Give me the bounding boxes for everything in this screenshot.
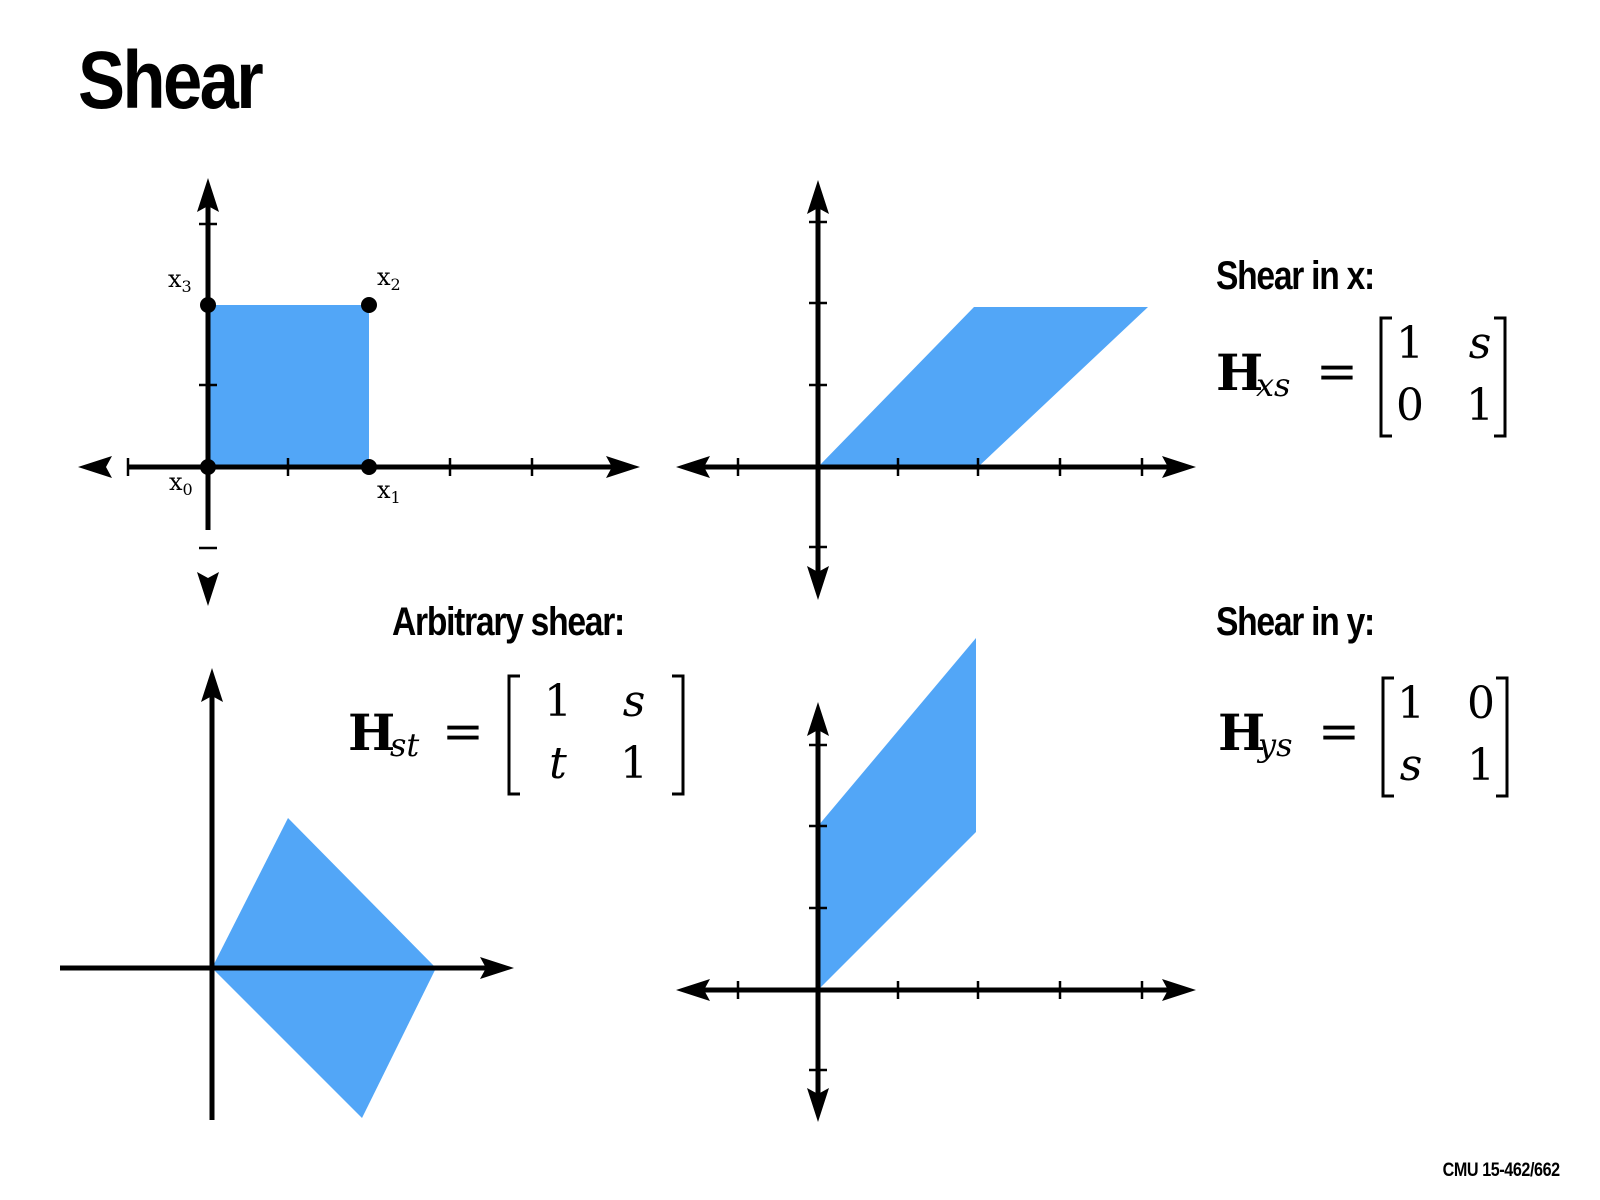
y-axis-arrow-up [201, 668, 223, 702]
matrix-cell-12: 0 [1467, 678, 1495, 729]
matrix-cell-11: 1 [1397, 678, 1425, 729]
matrix-shear-y: H ys = 1 0 s 1 [1218, 676, 1509, 798]
matrix-cell-11: 1 [544, 676, 572, 727]
point-x1 [361, 459, 377, 475]
tick-marks [126, 222, 534, 550]
label-x0: x0 [169, 468, 193, 499]
matrix-cell-22: 1 [1466, 380, 1494, 431]
x-axis-arrow-left [676, 456, 710, 478]
tick-marks [736, 220, 1144, 549]
y-axis-arrow-down [807, 566, 829, 600]
matrix-symbol: H [348, 703, 395, 762]
label-x2: x2 [377, 263, 401, 294]
heading-arbitrary-shear: Arbitrary shear: [392, 600, 625, 644]
unit-square [208, 305, 369, 467]
matrix-symbol: H [1216, 343, 1263, 402]
sheared-x-shape [818, 307, 1148, 467]
matrix-subscript: st [390, 726, 419, 764]
equals-sign: = [1316, 342, 1358, 400]
left-bracket [1379, 316, 1392, 438]
slide-title: Shear [78, 35, 264, 126]
matrix-cell-21: 0 [1396, 380, 1424, 431]
y-axis-arrow-up [197, 178, 219, 212]
equals-sign: = [442, 702, 484, 760]
left-bracket [1381, 676, 1394, 798]
x-axis-arrow-left [78, 456, 112, 478]
plot-arbitrary-shear [60, 668, 514, 1120]
point-x3 [200, 297, 216, 313]
matrix-cell-11: 1 [1396, 318, 1424, 369]
heading-shear-x: Shear in x: [1216, 254, 1375, 298]
plot-shear-x [676, 180, 1196, 600]
y-axis-arrow-down [197, 572, 219, 606]
y-axis-arrow-down [807, 1088, 829, 1122]
matrix-cell-22: 1 [1467, 740, 1495, 791]
tick-marks [736, 743, 1144, 1072]
matrix-arbitrary-shear: H st = 1 s t 1 [348, 674, 685, 796]
matrix-shear-x: H xs = 1 s 0 1 [1216, 316, 1507, 438]
course-footer: CMU 15-462/662 [1442, 1160, 1560, 1181]
right-bracket [1494, 316, 1507, 438]
matrix-subscript: xs [1256, 366, 1290, 404]
matrix-cell-21: t [549, 738, 567, 789]
y-axis-arrow-up [807, 702, 829, 736]
sheared-y-shape [818, 638, 976, 990]
y-axis-arrow-up [807, 180, 829, 214]
matrix-cell-21: s [1400, 740, 1423, 791]
right-bracket [1496, 676, 1509, 798]
x-axis-arrow-left [676, 979, 710, 1001]
right-bracket [672, 674, 685, 796]
point-x2 [361, 297, 377, 313]
matrix-cell-12: s [623, 676, 646, 727]
heading-shear-y: Shear in y: [1216, 600, 1375, 644]
plot-original-square: x3 x2 x0 x1 [78, 178, 640, 606]
equals-sign: = [1318, 702, 1360, 760]
matrix-subscript: ys [1256, 726, 1293, 764]
x-axis-arrow-right [606, 456, 640, 478]
label-x1: x1 [377, 476, 401, 507]
point-x0 [200, 459, 216, 475]
label-x3: x3 [168, 265, 192, 296]
matrix-cell-22: 1 [620, 738, 648, 789]
left-bracket [507, 674, 520, 796]
matrix-cell-12: s [1469, 318, 1492, 369]
x-axis-arrow-right [1162, 456, 1196, 478]
x-axis-arrow-right [480, 957, 514, 979]
matrix-symbol: H [1218, 703, 1265, 762]
plot-shear-y [676, 638, 1196, 1122]
x-axis-arrow-right [1162, 979, 1196, 1001]
